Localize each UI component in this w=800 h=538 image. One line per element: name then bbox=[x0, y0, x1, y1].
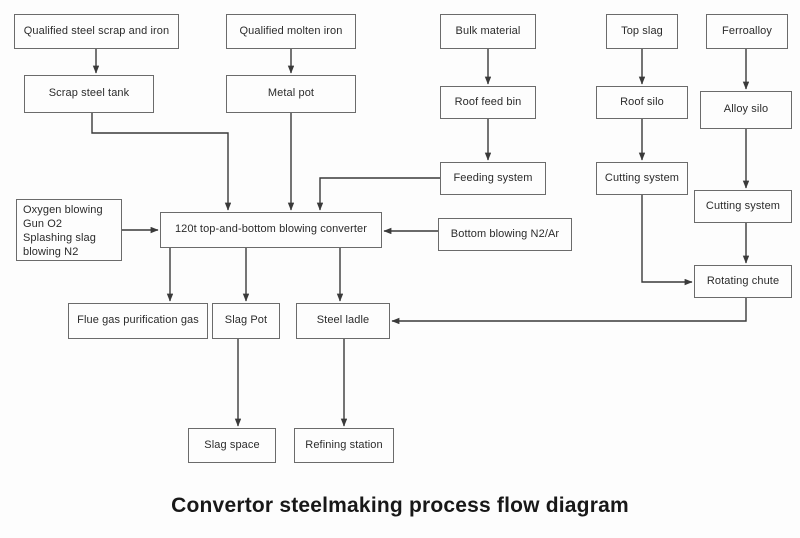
node-bulk-material[interactable]: Bulk material bbox=[440, 14, 536, 49]
node-alloy-silo[interactable]: Alloy silo bbox=[700, 91, 792, 129]
oxygen-line-3: Splashing slag bbox=[23, 232, 96, 245]
node-steel-ladle[interactable]: Steel ladle bbox=[296, 303, 390, 339]
node-slag-space[interactable]: Slag space bbox=[188, 428, 276, 463]
node-metal-pot[interactable]: Metal pot bbox=[226, 75, 356, 113]
node-ferroalloy[interactable]: Ferroalloy bbox=[706, 14, 788, 49]
node-bottom-blowing-n2-ar[interactable]: Bottom blowing N2/Ar bbox=[438, 218, 572, 251]
node-top-slag[interactable]: Top slag bbox=[606, 14, 678, 49]
node-scrap-steel-tank[interactable]: Scrap steel tank bbox=[24, 75, 154, 113]
node-rotating-chute[interactable]: Rotating chute bbox=[694, 265, 792, 298]
edge-chute-to-steelladle bbox=[391, 298, 747, 325]
oxygen-line-4: blowing N2 bbox=[23, 246, 79, 259]
node-roof-silo[interactable]: Roof silo bbox=[596, 86, 688, 119]
node-cutting-system-left[interactable]: Cutting system bbox=[596, 162, 688, 195]
edge-cuttingleft-to-chute bbox=[641, 195, 693, 286]
edge-tank-to-converter bbox=[91, 113, 232, 211]
node-qualified-molten-iron[interactable]: Qualified molten iron bbox=[226, 14, 356, 49]
node-roof-feed-bin[interactable]: Roof feed bin bbox=[440, 86, 536, 119]
node-oxygen-blowing-gun[interactable]: Oxygen blowing Gun O2 Splashing slag blo… bbox=[16, 199, 122, 261]
node-slag-pot[interactable]: Slag Pot bbox=[212, 303, 280, 339]
node-flue-gas-purification-gas[interactable]: Flue gas purification gas bbox=[68, 303, 208, 339]
diagram-title: Convertor steelmaking process flow diagr… bbox=[171, 494, 629, 517]
node-converter[interactable]: 120t top-and-bottom blowing converter bbox=[160, 212, 382, 248]
edge-feeding-to-converter bbox=[316, 177, 440, 211]
oxygen-line-1: Oxygen blowing bbox=[23, 204, 103, 216]
node-feeding-system[interactable]: Feeding system bbox=[440, 162, 546, 195]
oxygen-line-2: Gun O2 bbox=[23, 218, 63, 231]
node-qualified-steel-scrap-and-iron[interactable]: Qualified steel scrap and iron bbox=[14, 14, 179, 49]
node-refining-station[interactable]: Refining station bbox=[294, 428, 394, 463]
node-cutting-system-right[interactable]: Cutting system bbox=[694, 190, 792, 223]
